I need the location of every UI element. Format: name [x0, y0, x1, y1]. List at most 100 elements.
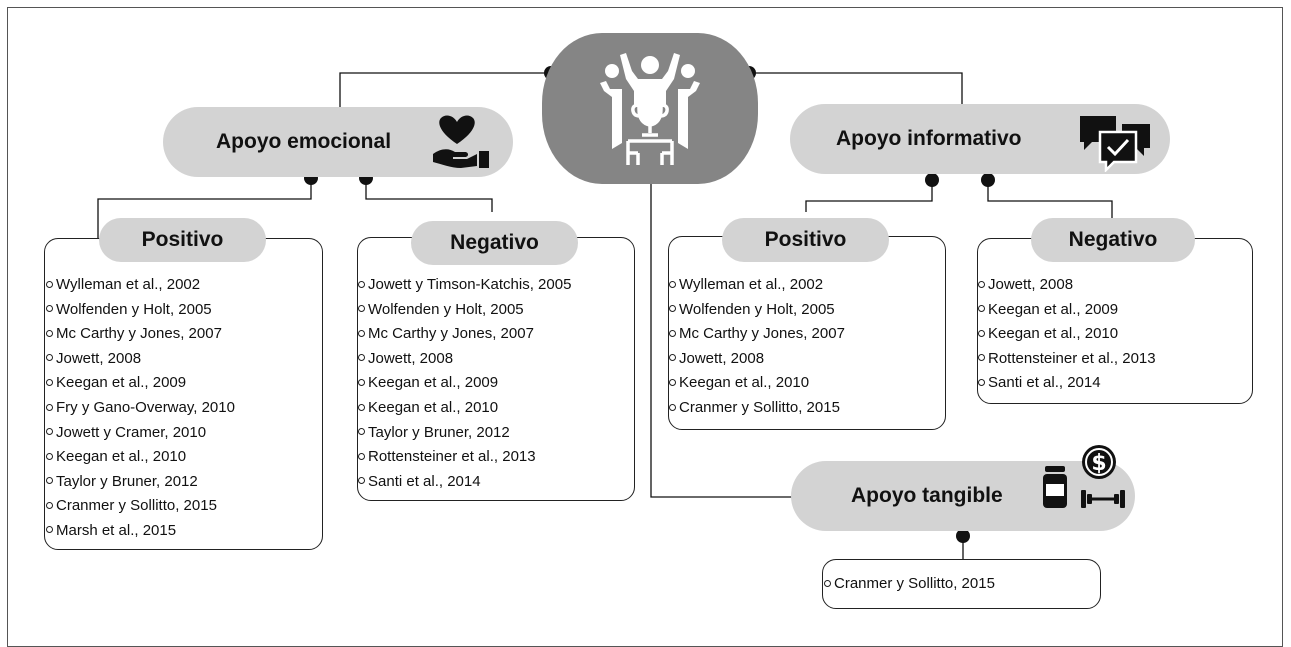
reference-text: Jowett, 2008: [56, 349, 142, 367]
bullet-icon: [358, 428, 365, 436]
reference-text: Fry y Gano-Overway, 2010: [56, 398, 235, 416]
reference-item: Mc Carthy y Jones, 2007: [669, 322, 845, 347]
bullet-icon: [358, 305, 365, 313]
reference-item: Jowett, 2008: [46, 347, 235, 372]
bullet-icon: [978, 280, 985, 288]
reference-item: Jowett, 2008: [358, 347, 571, 372]
reference-text: Keegan et al., 2010: [988, 325, 1119, 343]
bullet-icon: [358, 354, 365, 362]
reference-item: Santi et al., 2014: [978, 371, 1156, 396]
emotional-positive-label: Positivo: [99, 218, 266, 262]
reference-text: Mc Carthy y Jones, 2007: [368, 325, 534, 343]
emotional-negative-label: Negativo: [411, 221, 578, 265]
reference-item: Cranmer y Sollitto, 2015: [824, 572, 995, 597]
bullet-icon: [46, 452, 53, 460]
chat-check-icon: [1080, 116, 1150, 172]
reference-text: Rottensteiner et al., 2013: [988, 349, 1156, 367]
supplement-money-dumbbell-icon: $: [1043, 445, 1125, 508]
informative-positive-box: [668, 236, 946, 430]
reference-text: Marsh et al., 2015: [56, 521, 177, 539]
reference-text: Wolfenden y Holt, 2005: [368, 300, 524, 318]
reference-text: Mc Carthy y Jones, 2007: [56, 325, 222, 343]
bullet-icon: [46, 354, 53, 362]
bullet-icon: [46, 526, 53, 534]
reference-item: Santi et al., 2014: [358, 470, 571, 495]
reference-text: Keegan et al., 2010: [679, 374, 810, 392]
reference-item: Wolfenden y Holt, 2005: [669, 298, 845, 323]
reference-text: Rottensteiner et al., 2013: [368, 448, 536, 466]
reference-item: Rottensteiner et al., 2013: [358, 445, 571, 470]
reference-text: Jowett y Cramer, 2010: [56, 423, 207, 441]
tangible-box: [822, 559, 1101, 609]
reference-item: Keegan et al., 2010: [978, 322, 1156, 347]
reference-item: Mc Carthy y Jones, 2007: [358, 322, 571, 347]
informative-support-node: Apoyo informativo: [790, 104, 1170, 174]
reference-item: Jowett y Cramer, 2010: [46, 421, 235, 446]
tangible-support-node: Apoyo tangible $: [791, 445, 1135, 531]
heart-hand-icon: [433, 115, 489, 168]
bullet-icon: [46, 329, 53, 337]
reference-text: Keegan et al., 2009: [988, 300, 1119, 318]
reference-text: Keegan et al., 2009: [56, 374, 187, 392]
reference-item: Keegan et al., 2010: [669, 371, 845, 396]
reference-text: Jowett, 2008: [368, 349, 454, 367]
bullet-icon: [46, 403, 53, 411]
reference-item: Marsh et al., 2015: [46, 519, 235, 544]
reference-item: Rottensteiner et al., 2013: [978, 347, 1156, 372]
emotional-support-node: Apoyo emocional: [163, 107, 513, 177]
reference-item: Jowett y Timson-Katchis, 2005: [358, 273, 571, 298]
bullet-icon: [358, 378, 365, 386]
bullet-icon: [669, 403, 676, 411]
reference-item: Keegan et al., 2009: [978, 298, 1156, 323]
reference-text: Wolfenden y Holt, 2005: [56, 300, 212, 318]
bullet-icon: [978, 378, 985, 386]
reference-item: Wolfenden y Holt, 2005: [358, 298, 571, 323]
reference-item: Fry y Gano-Overway, 2010: [46, 396, 235, 421]
reference-text: Jowett y Timson-Katchis, 2005: [368, 276, 572, 293]
reference-text: Taylor y Bruner, 2012: [56, 472, 198, 490]
bullet-icon: [358, 280, 365, 288]
reference-text: Cranmer y Sollitto, 2015: [834, 575, 995, 592]
reference-item: Keegan et al., 2010: [358, 396, 571, 421]
bullet-icon: [358, 477, 365, 485]
node-title: Apoyo emocional: [216, 130, 392, 153]
reference-text: Wolfenden y Holt, 2005: [679, 300, 835, 318]
reference-text: Jowett, 2008: [679, 349, 765, 367]
reference-item: Cranmer y Sollitto, 2015: [669, 396, 845, 421]
bullet-icon: [669, 329, 676, 337]
reference-item: Cranmer y Sollitto, 2015: [46, 494, 235, 519]
reference-text: Taylor y Bruner, 2012: [368, 423, 510, 441]
reference-text: Wylleman et al., 2002: [56, 276, 201, 293]
bullet-icon: [978, 305, 985, 313]
reference-text: Jowett, 2008: [988, 276, 1074, 293]
node-title: Apoyo informativo: [836, 127, 1022, 150]
informative-negative-label: Negativo: [1031, 218, 1195, 262]
reference-item: Keegan et al., 2009: [358, 371, 571, 396]
reference-text: Santi et al., 2014: [368, 472, 481, 490]
informative-positive-label: Positivo: [722, 218, 889, 262]
reference-text: Cranmer y Sollitto, 2015: [56, 497, 217, 515]
bullet-icon: [669, 354, 676, 362]
bullet-icon: [358, 452, 365, 460]
bullet-icon: [46, 305, 53, 313]
reference-text: Mc Carthy y Jones, 2007: [679, 325, 845, 343]
informative-negative-box: [977, 238, 1253, 404]
reference-text: Keegan et al., 2010: [56, 448, 187, 466]
reference-item: Keegan et al., 2010: [46, 445, 235, 470]
reference-item: Mc Carthy y Jones, 2007: [46, 322, 235, 347]
bullet-icon: [669, 280, 676, 288]
bullet-icon: [978, 354, 985, 362]
bullet-icon: [358, 329, 365, 337]
reference-item: Wolfenden y Holt, 2005: [46, 298, 235, 323]
bullet-icon: [46, 477, 53, 485]
team-trophy-icon: [600, 53, 700, 165]
reference-item: Keegan et al., 2009: [46, 371, 235, 396]
svg-text:$: $: [1091, 451, 1106, 476]
bullet-icon: [358, 403, 365, 411]
reference-text: Keegan et al., 2010: [368, 398, 499, 416]
reference-item: Wylleman et al., 2002: [669, 273, 845, 298]
bullet-icon: [669, 305, 676, 313]
